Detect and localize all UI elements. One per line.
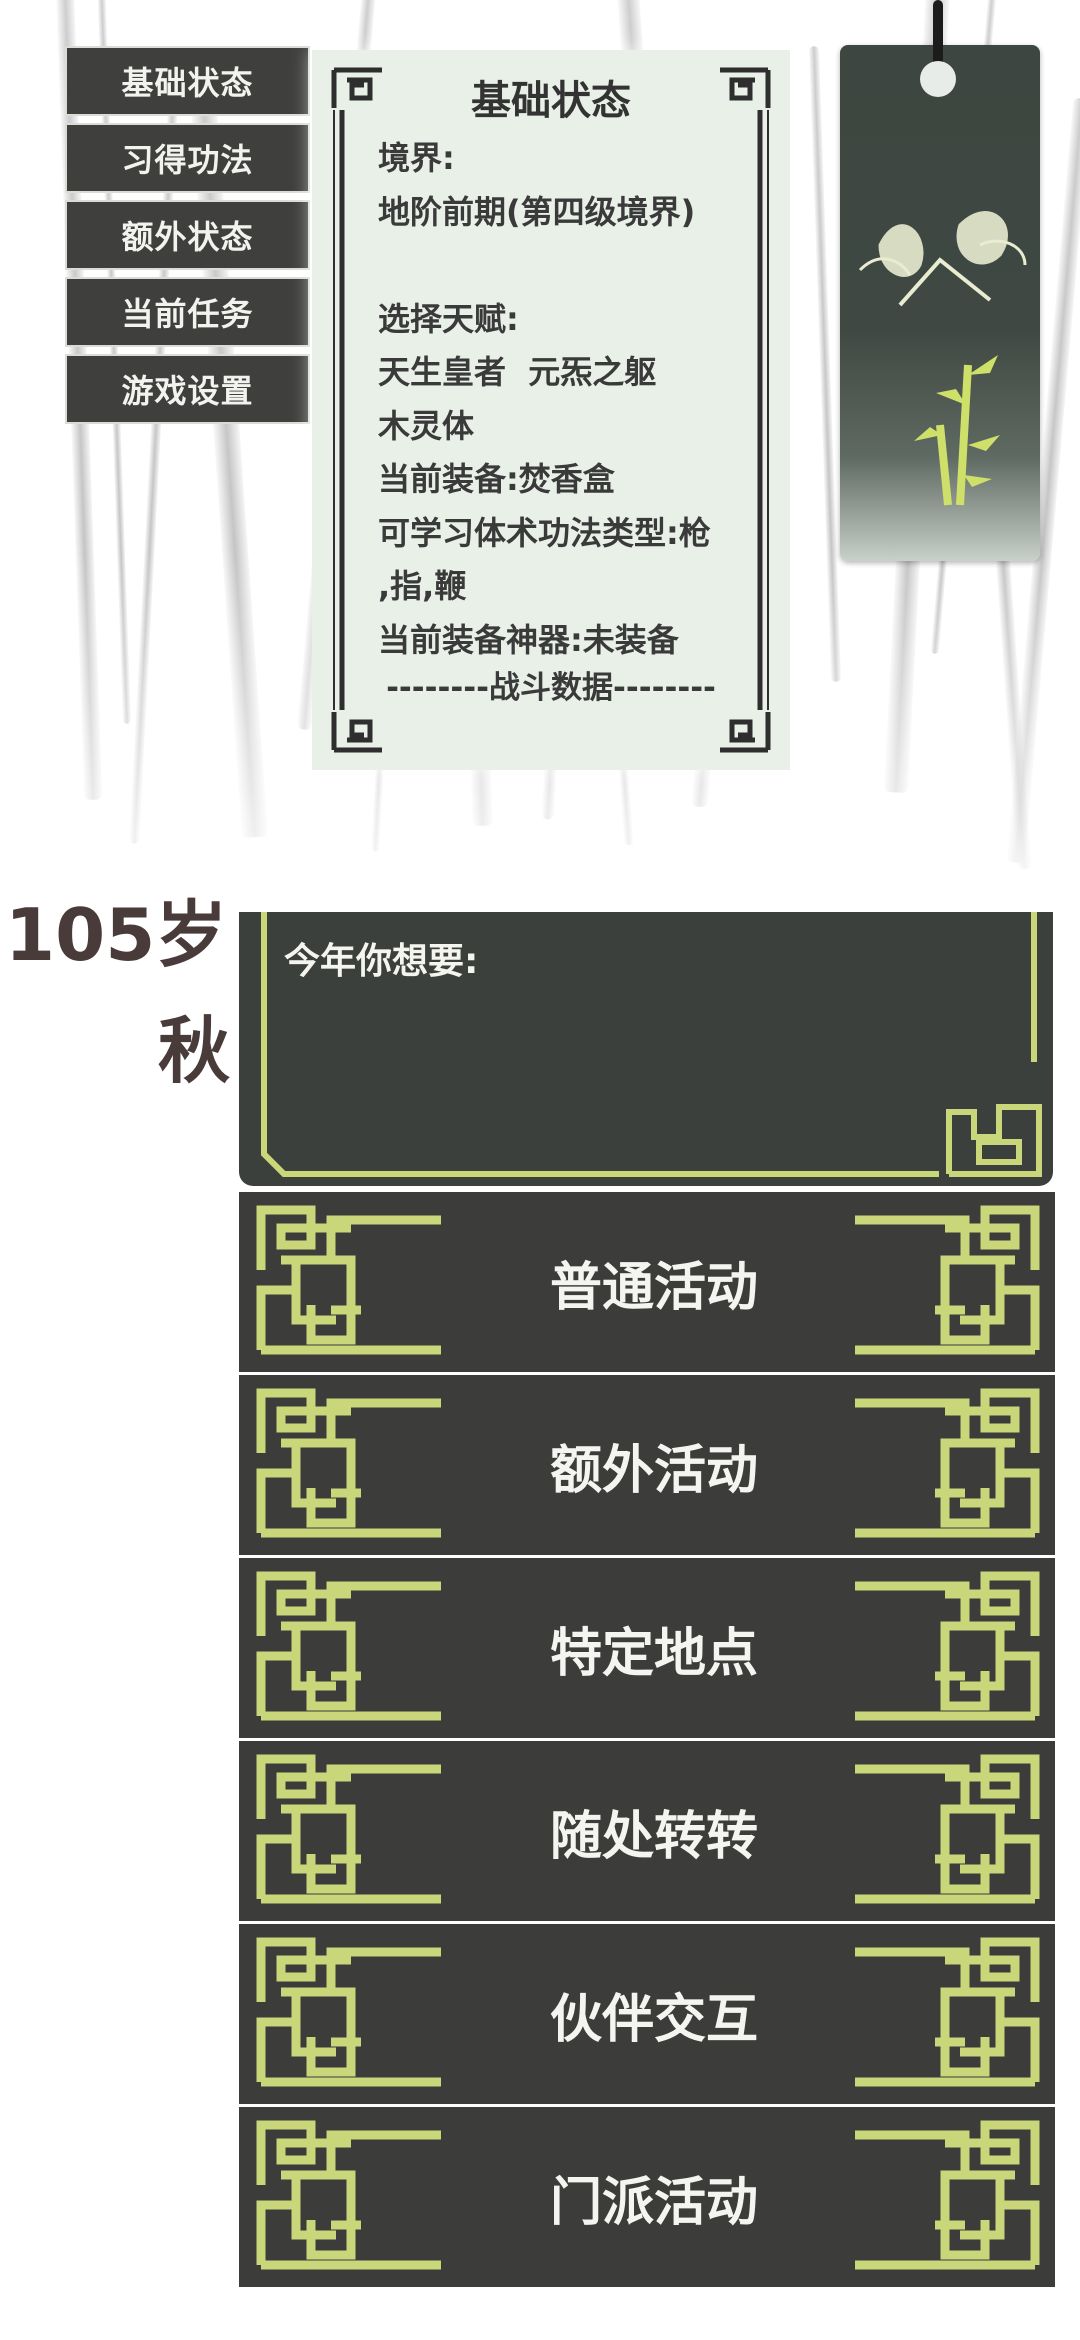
equipment-line: 当前装备:焚香盒 (378, 460, 615, 498)
knot-ornament-left-icon (251, 1749, 451, 1917)
realm-label: 境界: (378, 139, 455, 177)
knot-ornament-right-icon (845, 1749, 1045, 1917)
action-label: 特定地点 (549, 1623, 758, 1684)
action-list: 普通活动 额外活动 特定地点 随处转转 伙伴交互 门派活动 (239, 1192, 1055, 2290)
prompt-label: 今年你想要: (284, 941, 479, 982)
action-label: 额外活动 (549, 1440, 758, 1501)
knot-ornament-right-icon (845, 1200, 1045, 1368)
artifact-line: 当前装备神器:未装备 (378, 620, 679, 659)
panel-frame-ornament (331, 67, 771, 753)
menu-button-learned-skills[interactable]: 习得功法 (65, 123, 310, 193)
talent-label: 选择天赋: (378, 299, 519, 338)
action-button-extra-activity[interactable]: 额外活动 (239, 1375, 1055, 1555)
menu-button-basic-status[interactable]: 基础状态 (65, 46, 310, 116)
knot-ornament-right-icon (845, 1932, 1045, 2100)
knot-ornament-left-icon (251, 1566, 451, 1734)
knot-ornament-right-icon (845, 1383, 1045, 1551)
age-display: 105岁 (5, 893, 228, 977)
action-label: 普通活动 (549, 1257, 758, 1318)
action-button-specific-location[interactable]: 特定地点 (239, 1558, 1055, 1738)
prompt-box: 今年你想要: (239, 912, 1053, 1186)
bookmark-hole (920, 61, 956, 97)
action-button-wander[interactable]: 随处转转 (239, 1741, 1055, 1921)
talent-value-1: 天生皇者 元炁之躯 (378, 353, 657, 391)
knot-ornament-left-icon (251, 1200, 451, 1368)
knot-ornament-left-icon (251, 2115, 451, 2283)
side-menu: 基础状态 习得功法 额外状态 当前任务 游戏设置 (65, 46, 310, 431)
prompt-frame-ornament (261, 912, 1042, 1177)
menu-button-game-settings[interactable]: 游戏设置 (65, 354, 310, 424)
action-button-sect-activity[interactable]: 门派活动 (239, 2107, 1055, 2287)
action-button-companion-interaction[interactable]: 伙伴交互 (239, 1924, 1055, 2104)
season-display: 秋 (158, 1009, 231, 1093)
menu-button-current-tasks[interactable]: 当前任务 (65, 277, 310, 347)
knot-ornament-left-icon (251, 1383, 451, 1551)
talent-value-2: 木灵体 (378, 406, 475, 445)
knot-ornament-left-icon (251, 1932, 451, 2100)
action-label: 随处转转 (549, 1806, 758, 1867)
bookmark-string (933, 0, 943, 70)
flower-bamboo-icon (858, 211, 1027, 506)
action-button-normal-activity[interactable]: 普通活动 (239, 1192, 1055, 1372)
skill-type-line-2: ,指,鞭 (378, 567, 467, 605)
knot-ornament-right-icon (845, 1566, 1045, 1734)
status-panel-title: 基础状态 (471, 78, 631, 124)
skill-type-line-1: 可学习体术功法类型:枪 (378, 513, 711, 552)
status-panel-body: 境界: 地阶前期(第四级境界) 选择天赋: 天生皇者 元炁之躯 木灵体 当前装备… (378, 132, 768, 667)
knot-ornament-right-icon (845, 2115, 1045, 2283)
realm-value: 地阶前期(第四级境界) (378, 192, 696, 231)
bookmark-decoration (840, 0, 1040, 561)
battle-data-divider: --------战斗数据-------- (386, 670, 716, 706)
menu-button-extra-status[interactable]: 额外状态 (65, 200, 310, 270)
blank-line (378, 239, 768, 293)
action-label: 伙伴交互 (549, 1989, 758, 2050)
status-panel: 基础状态 境界: 地阶前期(第四级境界) 选择天赋: 天生皇者 元炁之躯 木灵体… (312, 50, 790, 770)
action-label: 门派活动 (549, 2172, 758, 2233)
